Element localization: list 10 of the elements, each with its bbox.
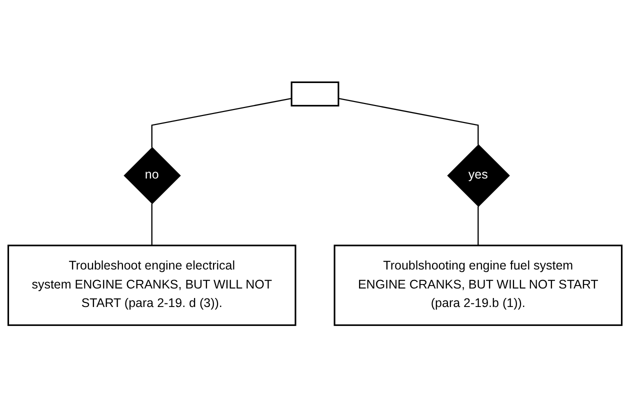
- connector: [151, 203, 152, 246]
- connector: [338, 98, 479, 145]
- flowchart: no yes Troublshooting engine fuel system ENGINE CRANKS, BUT WILL NOT START (para 2-19.b (1)). Troubleshoot engine electrical system ENGINE CRANKS, BUT WILL NOT START (para 2-19. d (3)).: [2, 76, 628, 332]
- node-diamond: [124, 146, 181, 204]
- connector: [151, 98, 292, 148]
- node-diamond: [447, 144, 510, 207]
- connector: [478, 206, 479, 246]
- node-box: [334, 244, 623, 326]
- node-box: [290, 81, 340, 106]
- node-box: [7, 244, 296, 326]
